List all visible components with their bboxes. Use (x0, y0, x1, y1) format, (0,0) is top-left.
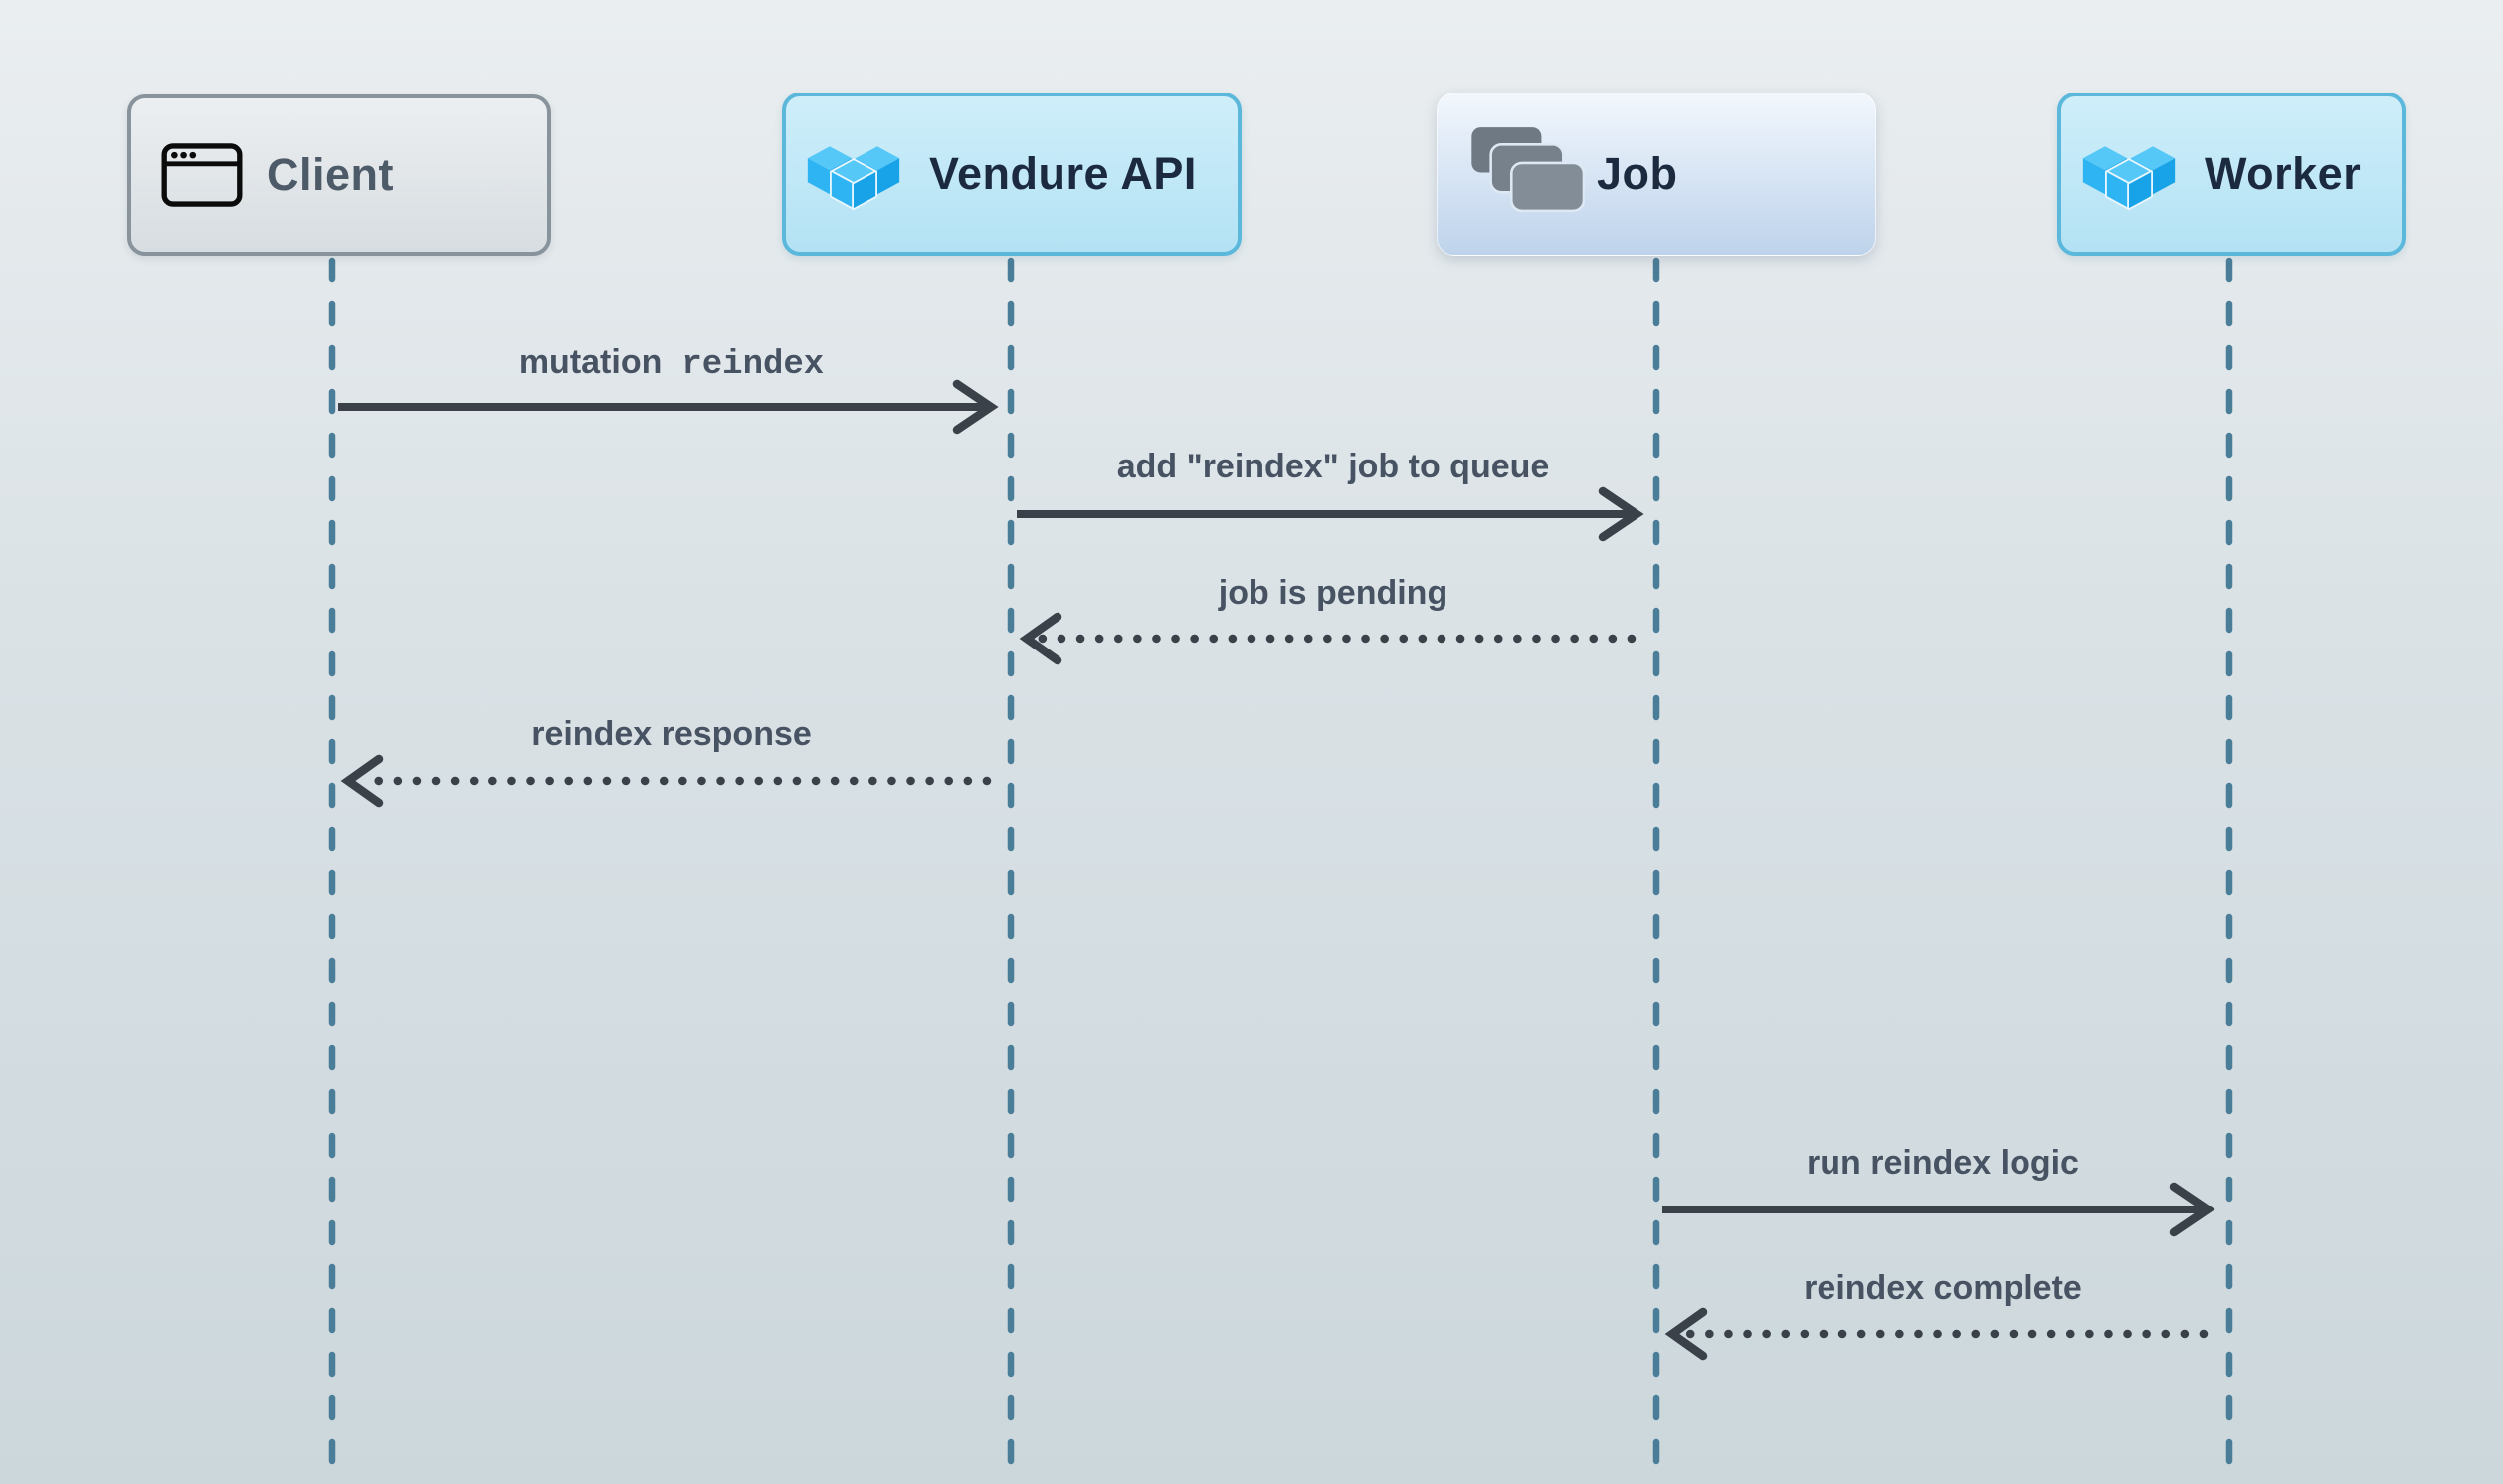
actor-vendure-api-label: Vendure API (929, 148, 1197, 199)
message-label-add-reindex-job: add "reindex" job to queue (1116, 448, 1550, 485)
message-label-run-reindex-logic: run reindex logic (1807, 1144, 2079, 1182)
vendure-logo-icon (2082, 146, 2176, 210)
browser-window-icon (161, 143, 243, 207)
message-label-reindex-response: reindex response (531, 715, 812, 753)
actor-worker-label: Worker (2205, 148, 2362, 199)
message-arrow-reindex-response (340, 754, 992, 808)
message-label-job-is-pending: job is pending (1218, 574, 1448, 612)
message-arrow-reindex-complete (1664, 1307, 2209, 1361)
message-label-reindex-complete: reindex complete (1804, 1269, 2082, 1307)
actor-job-label: Job (1597, 148, 1678, 199)
stacked-cards-icon (1471, 126, 1585, 212)
vendure-logo-icon (807, 146, 900, 210)
actor-worker: Worker (2057, 93, 2406, 256)
message-label-code-part: reindex (681, 346, 825, 384)
message-arrow-add-reindex-job (1017, 486, 1644, 542)
message-label-sans-part: mutation (518, 343, 663, 381)
actor-vendure-api: Vendure API (782, 93, 1242, 256)
message-arrow-mutation-reindex (338, 379, 999, 435)
lifelines (328, 257, 2233, 1484)
message-arrow-job-is-pending (1019, 612, 1637, 665)
actor-job: Job (1437, 93, 1876, 256)
actor-client: Client (127, 94, 551, 256)
actor-client-label: Client (267, 149, 395, 200)
message-label-mutation-reindex: mutation reindex (519, 341, 824, 386)
message-arrow-run-reindex-logic (1662, 1182, 2215, 1237)
